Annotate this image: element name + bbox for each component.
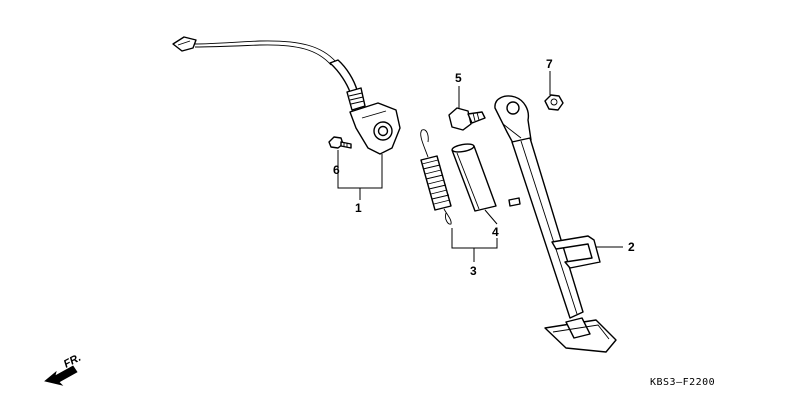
bolt-6 [328, 136, 352, 149]
spring-3 [420, 129, 452, 225]
leader-lines [337, 71, 623, 262]
callout-3: 3 [470, 264, 477, 278]
spring-hook [551, 235, 601, 269]
stand-leg [511, 137, 584, 319]
callout-1: 1 [355, 201, 362, 215]
callout-4: 4 [492, 225, 499, 239]
front-direction-label: FR. [62, 352, 83, 371]
callout-2: 2 [628, 240, 635, 254]
diagram-code: KBS3—F2200 [650, 377, 715, 388]
front-arrow-icon [44, 365, 78, 386]
callout-5: 5 [455, 71, 462, 85]
side-stand-switch [172, 36, 401, 155]
front-direction-indicator: FR. [44, 352, 83, 386]
stand-pivot-head [494, 95, 532, 146]
nut-7 [544, 94, 564, 111]
callout-7: 7 [546, 57, 553, 71]
side-stand-2 [494, 95, 617, 353]
switch-connector [172, 36, 197, 52]
pivot-bolt-5 [448, 107, 486, 131]
collar-4 [451, 143, 497, 212]
callout-6: 6 [333, 163, 340, 177]
